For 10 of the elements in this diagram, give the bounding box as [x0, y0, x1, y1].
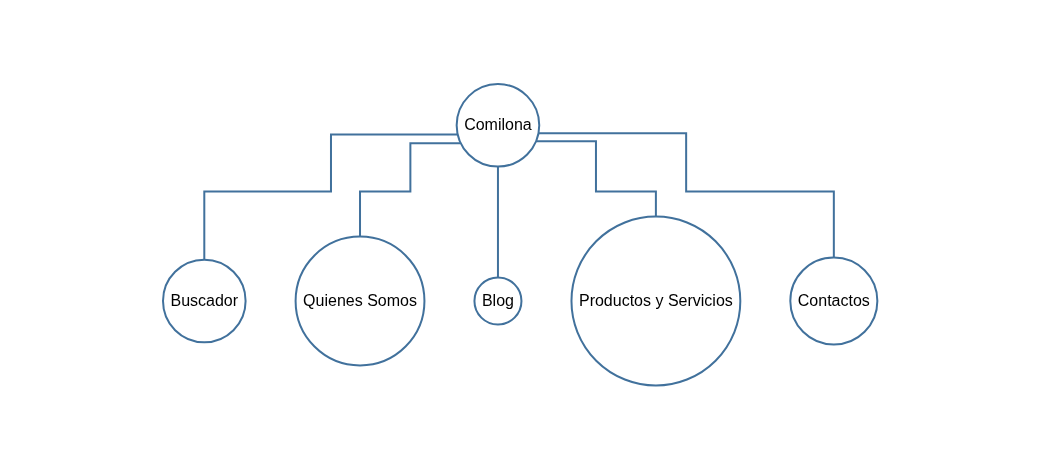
node-circle: Buscador	[162, 258, 247, 344]
node-circle: Comilona	[455, 82, 541, 168]
node-circle: Contactos	[789, 256, 879, 346]
connector	[203, 133, 459, 261]
node-circle: Quienes Somos	[294, 235, 426, 367]
connector	[537, 132, 836, 259]
connector	[535, 140, 658, 218]
connector	[497, 165, 500, 279]
node-circle: Blog	[473, 276, 523, 326]
node-circle: Productos y Servicios	[570, 215, 742, 387]
